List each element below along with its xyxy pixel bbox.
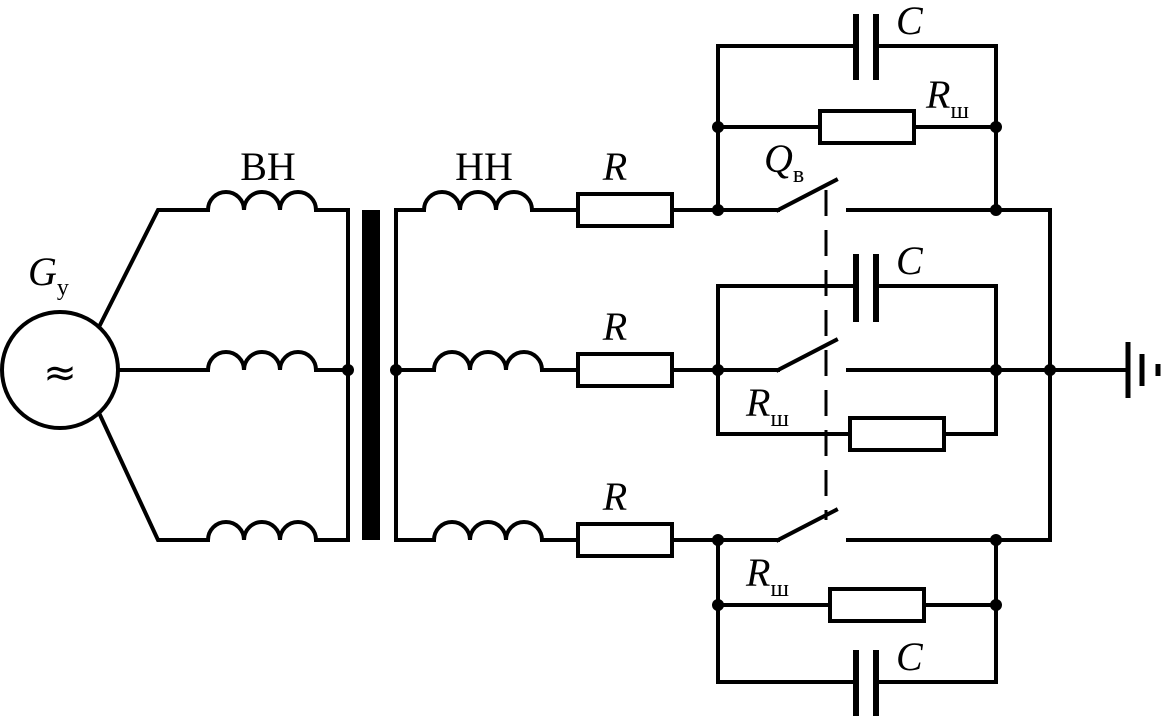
shunt-resistor-label-a: Rш bbox=[925, 72, 969, 124]
shunt-network-phase-c: C Rш bbox=[712, 534, 1002, 716]
series-resistor-phase-c: R bbox=[540, 474, 780, 558]
shunt-resistor-label-c: Rш bbox=[745, 550, 789, 602]
generator-label-sub: у bbox=[57, 275, 69, 301]
shunt-resistor-letter-b: R bbox=[745, 380, 770, 425]
lv-winding-phase-b bbox=[394, 350, 544, 372]
capacitor-label-a: C bbox=[896, 0, 924, 43]
series-resistor-label-a: R bbox=[602, 144, 627, 189]
breaker-contact-phase-c bbox=[775, 507, 1052, 543]
generator-leads bbox=[97, 208, 210, 542]
series-resistor-label-c: R bbox=[602, 474, 627, 519]
hv-star-node bbox=[342, 364, 354, 376]
capacitor-label-b: C bbox=[896, 238, 924, 283]
generator-label-letter: G bbox=[28, 249, 57, 294]
generator: ≈ Gу bbox=[0, 249, 120, 430]
shunt-resistor-letter-c: R bbox=[745, 550, 770, 595]
shunt-resistor-sub-b: ш bbox=[770, 406, 789, 432]
shunt-resistor-letter-a: R bbox=[925, 72, 950, 117]
ground-connection bbox=[1044, 208, 1161, 542]
shunt-resistor-label-b: Rш bbox=[745, 380, 789, 432]
breaker-label-letter: Q bbox=[764, 136, 793, 181]
hv-winding-phase-b bbox=[206, 350, 350, 372]
lv-winding-phase-a bbox=[394, 190, 534, 212]
series-resistor-phase-a: R bbox=[530, 144, 780, 228]
generator-symbol: ≈ bbox=[43, 350, 77, 396]
series-resistor-phase-b: R bbox=[540, 304, 780, 388]
breaker-contact-phase-b bbox=[775, 337, 1052, 373]
generator-label: Gу bbox=[28, 249, 69, 301]
lv-winding-phase-c bbox=[394, 520, 544, 542]
breaker-contact-phase-a bbox=[775, 177, 1052, 213]
shunt-network-phase-a: C Rш bbox=[712, 0, 1002, 216]
series-resistor-label-b: R bbox=[602, 304, 627, 349]
shunt-network-phase-b: C Rш bbox=[712, 238, 1002, 452]
transformer-core bbox=[362, 210, 380, 540]
hv-winding-phase-c bbox=[206, 520, 350, 542]
breaker-label-sub: в bbox=[793, 162, 804, 188]
capacitor-label-c: C bbox=[896, 634, 924, 679]
hv-winding-label: ВН bbox=[240, 144, 296, 189]
hv-winding-phase-a bbox=[206, 190, 350, 542]
breaker-label: Qв bbox=[764, 136, 804, 188]
ground-icon bbox=[1125, 342, 1161, 398]
shunt-resistor-sub-a: ш bbox=[950, 98, 969, 124]
lv-winding-label: НН bbox=[455, 144, 513, 189]
shunt-resistor-sub-c: ш bbox=[770, 576, 789, 602]
